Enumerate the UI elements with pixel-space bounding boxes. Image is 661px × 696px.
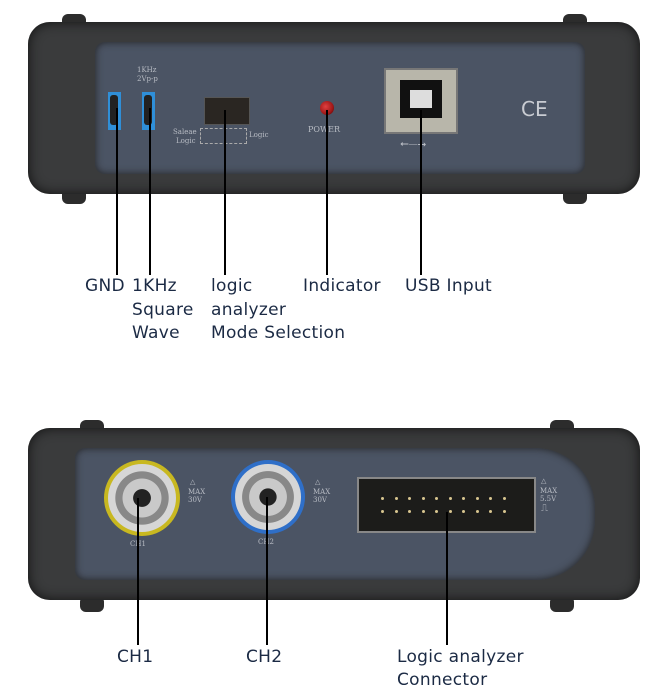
usb-port[interactable]: [384, 68, 458, 134]
gnd-terminal: [108, 92, 121, 130]
ce-mark: CE: [521, 97, 548, 121]
square-wave-terminal: [142, 92, 155, 130]
callout-connector-2: Connector: [397, 670, 488, 690]
header-pin: [462, 497, 465, 500]
la-max-voltage: 5.5V: [540, 495, 557, 503]
leader-line: [446, 512, 448, 645]
callout-connector-1: Logic analyzer: [397, 647, 524, 667]
callout-ch1: CH1: [117, 647, 154, 667]
warning-icon: △: [541, 477, 547, 485]
ch2-panel-label: CH2: [258, 538, 274, 546]
leader-line: [224, 110, 226, 275]
header-pin: [435, 510, 438, 513]
header-pin: [502, 497, 506, 500]
amplitude-label: 2Vp-p: [137, 75, 158, 83]
header-pin: [475, 497, 479, 500]
leader-line: [420, 110, 422, 275]
header-pin: [394, 497, 398, 500]
warning-icon: △: [190, 478, 196, 486]
leader-line: [266, 497, 268, 645]
ch1-max-label: MAX: [188, 488, 206, 496]
callout-square-wave-1: 1KHz: [132, 276, 177, 296]
header-pin: [421, 497, 425, 500]
usb-icon: ⭠⏤⭢: [400, 137, 427, 150]
ch1-max-voltage: 30V: [188, 496, 202, 504]
ch2-max-label: MAX: [313, 488, 331, 496]
header-pin: [408, 510, 411, 513]
callout-square-wave-2: Square: [132, 300, 194, 320]
ch2-bnc-connector[interactable]: [235, 464, 301, 530]
rubber-foot: [80, 596, 104, 612]
header-pin: [448, 497, 452, 500]
logic-analyzer-header[interactable]: [357, 477, 536, 533]
header-pin: [502, 510, 506, 513]
header-pin: [421, 510, 425, 513]
callout-gnd: GND: [85, 276, 125, 296]
mode-switch[interactable]: [204, 97, 250, 125]
callout-square-wave-3: Wave: [132, 323, 180, 343]
pulse-icon: ⎍: [541, 503, 548, 514]
header-pin: [475, 510, 479, 513]
header-pin: [381, 510, 384, 513]
leader-line: [137, 498, 139, 645]
header-pin: [462, 510, 465, 513]
top-panel: [95, 42, 585, 174]
la-max-label: MAX: [540, 487, 558, 495]
header-pin: [394, 510, 398, 513]
ch2-max-voltage: 30V: [313, 496, 327, 504]
header-pin: [381, 497, 384, 500]
header-pin: [448, 510, 452, 513]
leader-line: [326, 110, 328, 275]
callout-usb: USB Input: [405, 276, 493, 296]
freq-label: 1KHz: [137, 66, 157, 74]
rubber-foot: [550, 596, 574, 612]
warning-icon: △: [315, 478, 321, 486]
power-led: [320, 101, 334, 115]
switch-outline: [200, 128, 247, 144]
switch-label-logic-left: Logic: [176, 137, 196, 145]
switch-label-saleae: Saleae: [173, 128, 197, 136]
callout-mode-3: Mode Selection: [211, 323, 346, 343]
callout-ch2: CH2: [246, 647, 283, 667]
callout-indicator: Indicator: [303, 276, 381, 296]
leader-line: [149, 108, 151, 275]
power-label: POWER: [308, 125, 341, 134]
header-pin: [435, 497, 438, 500]
ch1-bnc-connector[interactable]: [108, 464, 176, 532]
callout-mode-1: logic: [211, 276, 253, 296]
header-pin: [489, 510, 492, 513]
header-pin: [489, 497, 492, 500]
switch-label-logic-right: Logic: [249, 131, 269, 139]
header-pin: [408, 497, 411, 500]
leader-line: [116, 108, 118, 275]
callout-mode-2: analyzer: [211, 300, 287, 320]
